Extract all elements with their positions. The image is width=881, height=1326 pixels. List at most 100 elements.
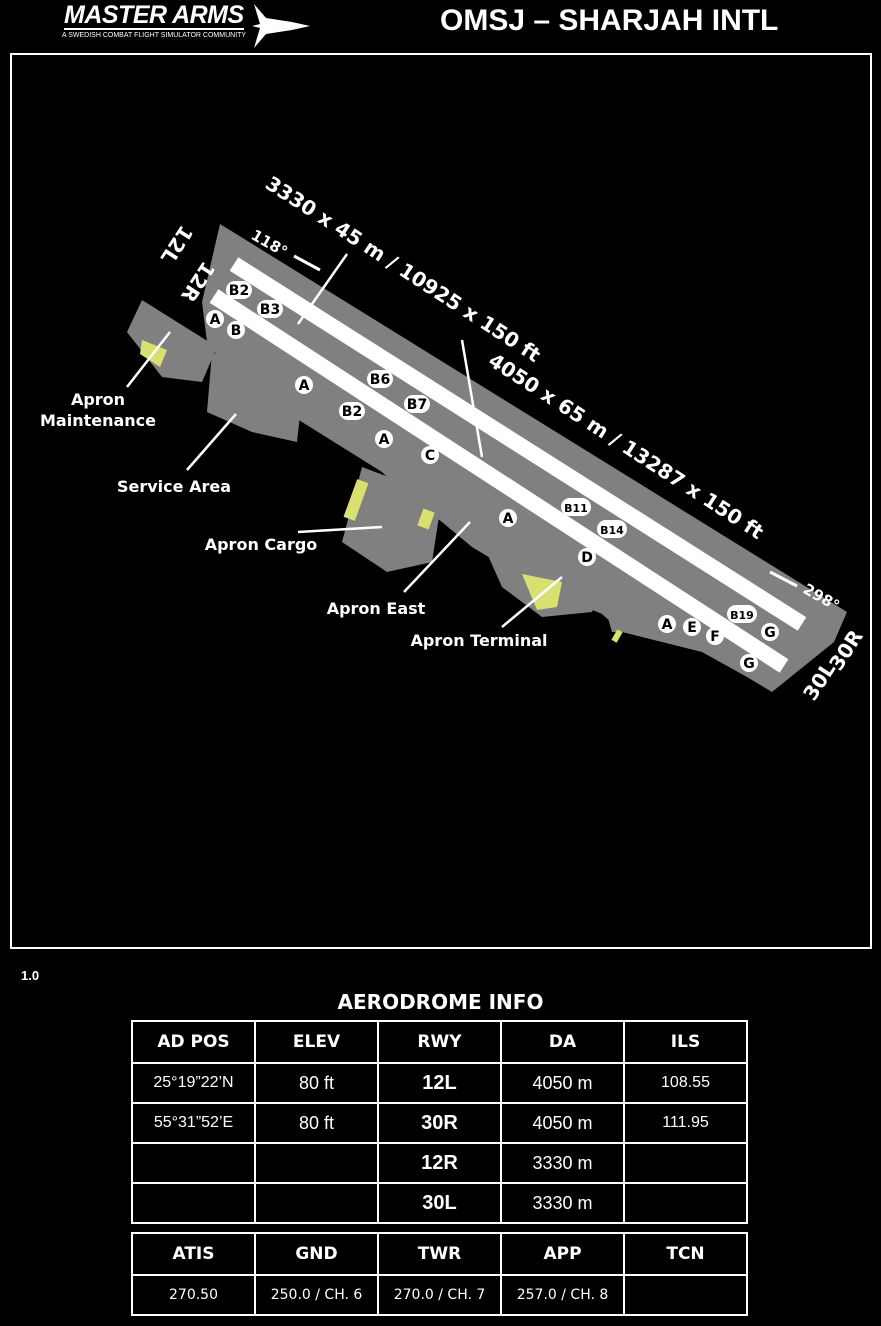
app-freq: 257.0 / CH. 8 (500, 1274, 625, 1316)
taxiway-marker (578, 548, 596, 566)
airport-diagram: 3330 x 45 m / 10925 x 150 ft 4050 x 65 m… (10, 53, 872, 949)
da-cell: 3330 m (500, 1182, 625, 1224)
rwy-cell: 30L (377, 1182, 502, 1224)
ad-pos-cell: 25°19”22’N (131, 1062, 256, 1104)
da-cell: 3330 m (500, 1142, 625, 1184)
label-apron-cargo: Apron Cargo (205, 535, 318, 554)
taxiway-label: G (743, 656, 755, 672)
leader-lines (126, 253, 563, 628)
elev-cell: 80 ft (254, 1102, 379, 1144)
logo-title: MASTER ARMS (64, 1, 244, 30)
taxiway-label: C (425, 448, 435, 464)
taxiway-label: B3 (260, 302, 280, 318)
taxiway-label: A (503, 511, 514, 527)
label-apron-terminal: Apron Terminal (410, 631, 547, 650)
taxiway-label: B2 (229, 283, 249, 299)
table-header-row: ATIS GND TWR APP TCN (131, 1232, 748, 1276)
table-header-row: AD POS ELEV RWY DA ILS (131, 1020, 748, 1064)
header-atis: ATIS (131, 1232, 256, 1276)
taxiway-marker (367, 370, 393, 388)
table-row: 25°19”22’N 80 ft 12L 4050 m 108.55 (131, 1062, 748, 1104)
atis-freq: 270.50 (131, 1274, 256, 1316)
ad-pos-cell: 55°31”52’E (131, 1102, 256, 1144)
header-ad-pos: AD POS (131, 1020, 256, 1064)
taxiway-label: B11 (564, 502, 588, 515)
header-twr: TWR (377, 1232, 502, 1276)
rwy-cell: 12R (377, 1142, 502, 1184)
header-da: DA (500, 1020, 625, 1064)
twr-freq: 270.0 / CH. 7 (377, 1274, 502, 1316)
taxiway-marker (295, 376, 313, 394)
taxiway-label: B (231, 323, 242, 339)
area-labels: Apron Maintenance Service Area Apron Car… (40, 390, 548, 650)
taxiway-marker (499, 509, 517, 527)
taxiway-label: B14 (600, 524, 624, 537)
elev-cell: 80 ft (254, 1062, 379, 1104)
rwy-cell: 30R (377, 1102, 502, 1144)
taxiway-label: B2 (342, 404, 362, 420)
ad-pos-cell (131, 1142, 256, 1184)
taxiway-marker (421, 446, 439, 464)
taxiway-label: B6 (370, 372, 390, 388)
header-gnd: GND (254, 1232, 379, 1276)
taxiway-marker (683, 618, 701, 636)
table-row: 270.50 250.0 / CH. 6 270.0 / CH. 7 257.0… (131, 1274, 748, 1316)
da-cell: 4050 m (500, 1062, 625, 1104)
ils-cell (623, 1142, 748, 1184)
header-ils: ILS (623, 1020, 748, 1064)
label-service-area: Service Area (117, 477, 231, 496)
arrow-298-icon (769, 570, 798, 588)
taxiway-marker (761, 623, 779, 641)
ils-cell (623, 1182, 748, 1224)
parking-stands (140, 340, 623, 643)
page-title: OMSJ – SHARJAH INTL (440, 4, 779, 37)
taxiway-marker (658, 615, 676, 633)
taxiway-label: F (710, 629, 720, 645)
table-row: 30L 3330 m (131, 1182, 748, 1224)
da-cell: 4050 m (500, 1102, 625, 1144)
taxiway-marker (375, 430, 393, 448)
header-tcn: TCN (623, 1232, 748, 1276)
taxiway-label: A (662, 617, 673, 633)
taxiway-label: B7 (407, 397, 427, 413)
taxiway-marker (404, 395, 430, 413)
label-apron-east: Apron East (327, 599, 426, 618)
arrow-118-icon (293, 254, 321, 272)
master-arms-logo: MASTER ARMS A SWEDISH COMBAT FLIGHT SIMU… (60, 2, 320, 50)
taxiway-label: D (581, 550, 593, 566)
taxiway-marker (597, 520, 627, 538)
taxiway-marker (206, 310, 224, 328)
ils-cell: 108.55 (623, 1062, 748, 1104)
ils-cell: 111.95 (623, 1102, 748, 1144)
elev-cell (254, 1182, 379, 1224)
taxiway-label: E (687, 620, 697, 636)
frequency-table: ATIS GND TWR APP TCN 270.50 250.0 / CH. … (131, 1232, 748, 1316)
label-apron-maintenance-2: Maintenance (40, 411, 156, 430)
label-apron-maintenance-1: Apron (71, 390, 125, 409)
runway-label-12l: 12L (156, 221, 198, 268)
table-row: 12R 3330 m (131, 1142, 748, 1184)
taxiway-marker (561, 498, 591, 516)
taxiway-label: A (210, 312, 221, 328)
taxiway-label: A (299, 378, 310, 394)
runway-12l-30r (229, 257, 807, 631)
aerodrome-info-table: AD POS ELEV RWY DA ILS 25°19”22’N 80 ft … (131, 1020, 748, 1224)
taxiway-marker (257, 300, 283, 318)
logo-subtitle: A SWEDISH COMBAT FLIGHT SIMULATOR COMMUN… (62, 32, 247, 39)
taxiway-marker (727, 605, 757, 623)
aerodrome-info-title: AERODROME INFO (337, 990, 544, 1014)
taxiway-label: B19 (730, 609, 754, 622)
taxiway-marker (740, 654, 758, 672)
runway-12r-30l (209, 289, 789, 673)
tcn-freq (623, 1274, 748, 1316)
version: 1.0 (21, 968, 40, 983)
elev-cell (254, 1142, 379, 1184)
taxiway-label: G (764, 625, 776, 641)
taxiway-marker (339, 402, 365, 420)
header-elev: ELEV (254, 1020, 379, 1064)
table-row: 55°31”52’E 80 ft 30R 4050 m 111.95 (131, 1102, 748, 1144)
gnd-freq: 250.0 / CH. 6 (254, 1274, 379, 1316)
ad-pos-cell (131, 1182, 256, 1224)
taxiway-marker (706, 627, 724, 645)
